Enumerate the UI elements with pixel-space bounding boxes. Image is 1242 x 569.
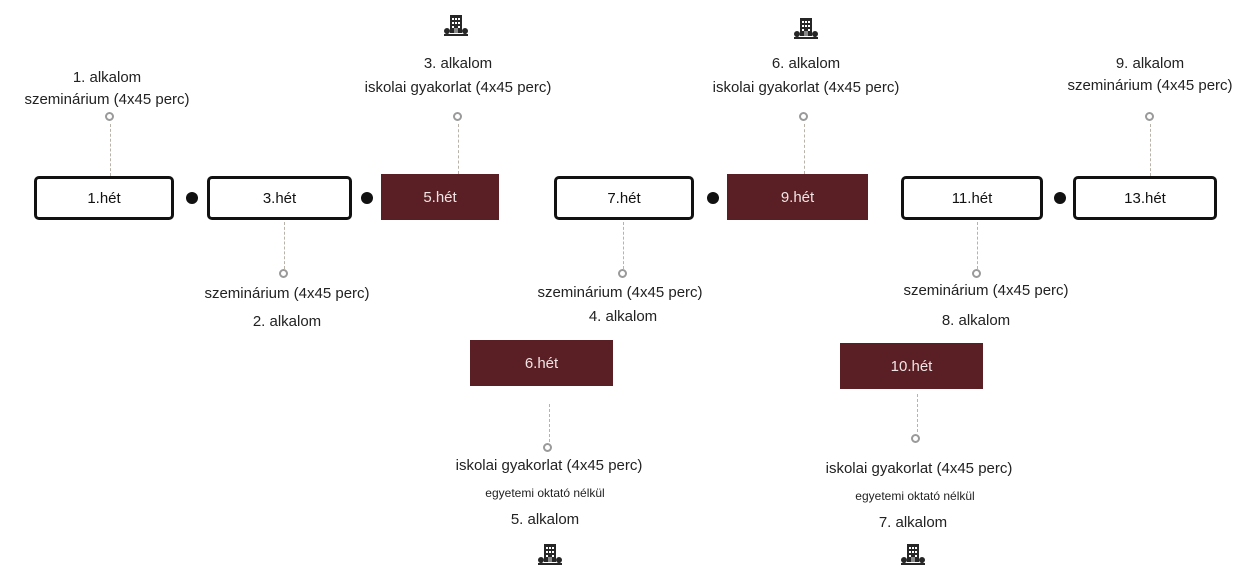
session-type: iskolai gyakorlat (4x45 perc) [364, 79, 552, 96]
connector-pin [799, 112, 808, 121]
connector-pin [911, 434, 920, 443]
week-box-11: 11.hét [901, 176, 1043, 220]
week-box-5: 5.hét [381, 174, 499, 220]
session-number: 2. alkalom [252, 313, 322, 330]
session-note: egyetemi oktató nélkül [855, 489, 975, 503]
connector-line [110, 124, 111, 176]
connector-line [977, 222, 978, 269]
week-box-9: 9.hét [727, 174, 868, 220]
separator-dot [361, 192, 373, 204]
session-note: egyetemi oktató nélkül [485, 486, 605, 500]
session-number: 9. alkalom [1115, 55, 1185, 72]
week-label: 10.hét [890, 357, 933, 375]
school-building-icon [444, 15, 468, 36]
week-label: 6.hét [524, 354, 559, 372]
session-number: 8. alkalom [941, 312, 1011, 329]
week-label: 9.hét [780, 188, 815, 206]
week-label: 7.hét [607, 189, 641, 207]
session-number: 7. alkalom [878, 514, 948, 531]
session-type: szeminárium (4x45 perc) [204, 285, 370, 302]
session-type: szeminárium (4x45 perc) [1067, 77, 1233, 94]
session-type: iskolai gyakorlat (4x45 perc) [455, 457, 643, 474]
connector-pin [972, 269, 981, 278]
week-label: 13.hét [1124, 189, 1166, 207]
session-number: 5. alkalom [510, 511, 580, 528]
week-label: 3.hét [262, 189, 297, 207]
school-building-icon [901, 544, 925, 565]
session-type: iskolai gyakorlat (4x45 perc) [712, 79, 900, 96]
week-label: 5.hét [423, 188, 457, 206]
week-label: 1.hét [87, 189, 121, 207]
connector-line [284, 222, 285, 269]
session-type: iskolai gyakorlat (4x45 perc) [825, 460, 1013, 477]
connector-pin [453, 112, 462, 121]
school-building-icon [794, 18, 818, 39]
week-box-6: 6.hét [470, 340, 613, 386]
connector-pin [618, 269, 627, 278]
connector-pin [279, 269, 288, 278]
connector-line [549, 404, 550, 442]
session-number: 3. alkalom [423, 55, 493, 72]
week-label: 11.hét [951, 189, 993, 207]
connector-line [917, 394, 918, 432]
week-box-7: 7.hét [554, 176, 694, 220]
connector-line [804, 124, 805, 174]
week-box-1: 1.hét [34, 176, 174, 220]
school-building-icon [538, 544, 562, 565]
session-type: szeminárium (4x45 perc) [903, 282, 1069, 299]
week-box-10: 10.hét [840, 343, 983, 389]
connector-line [458, 124, 459, 174]
session-type: szeminárium (4x45 perc) [24, 91, 190, 108]
connector-line [1150, 124, 1151, 176]
separator-dot [186, 192, 198, 204]
separator-dot [707, 192, 719, 204]
connector-pin [543, 443, 552, 452]
session-number: 1. alkalom [72, 69, 142, 86]
week-box-13: 13.hét [1073, 176, 1217, 220]
session-type: szeminárium (4x45 perc) [537, 284, 703, 301]
separator-dot [1054, 192, 1066, 204]
connector-line [623, 222, 624, 269]
session-number: 4. alkalom [588, 308, 658, 325]
week-box-3: 3.hét [207, 176, 352, 220]
session-number: 6. alkalom [771, 55, 841, 72]
connector-pin [105, 112, 114, 121]
connector-pin [1145, 112, 1154, 121]
